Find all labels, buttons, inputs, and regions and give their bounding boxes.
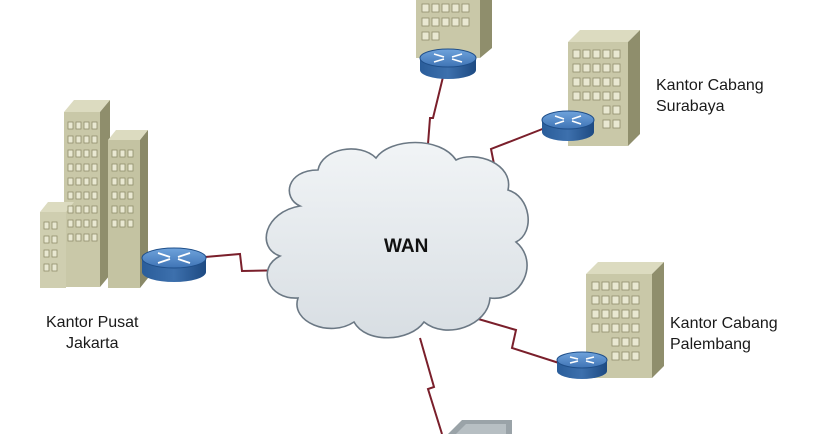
wan-link-palembang [467, 315, 560, 364]
router-icon [419, 48, 477, 79]
site-label-palembang-line1: Kantor Cabang [670, 315, 778, 332]
wan-label: WAN [384, 236, 429, 257]
wan-link-top [426, 76, 444, 158]
site-label-surabaya-line2: Surabaya [656, 98, 725, 115]
router-icon [141, 247, 207, 282]
site-label-palembang-line2: Palembang [670, 336, 751, 353]
building-top [416, 0, 492, 58]
site-label-pusat-line1: Kantor Pusat [46, 314, 139, 331]
building-surabaya [568, 30, 640, 146]
wan-cloud-icon [265, 141, 529, 339]
wan-link-bottom [419, 337, 443, 434]
site-label-pusat-line2: Jakarta [66, 335, 119, 352]
building-jakarta [40, 100, 148, 288]
site-label-surabaya-line1: Kantor Cabang [656, 77, 764, 94]
building-bottom [448, 420, 512, 434]
router-icon [541, 110, 595, 141]
router-icon [556, 351, 608, 379]
